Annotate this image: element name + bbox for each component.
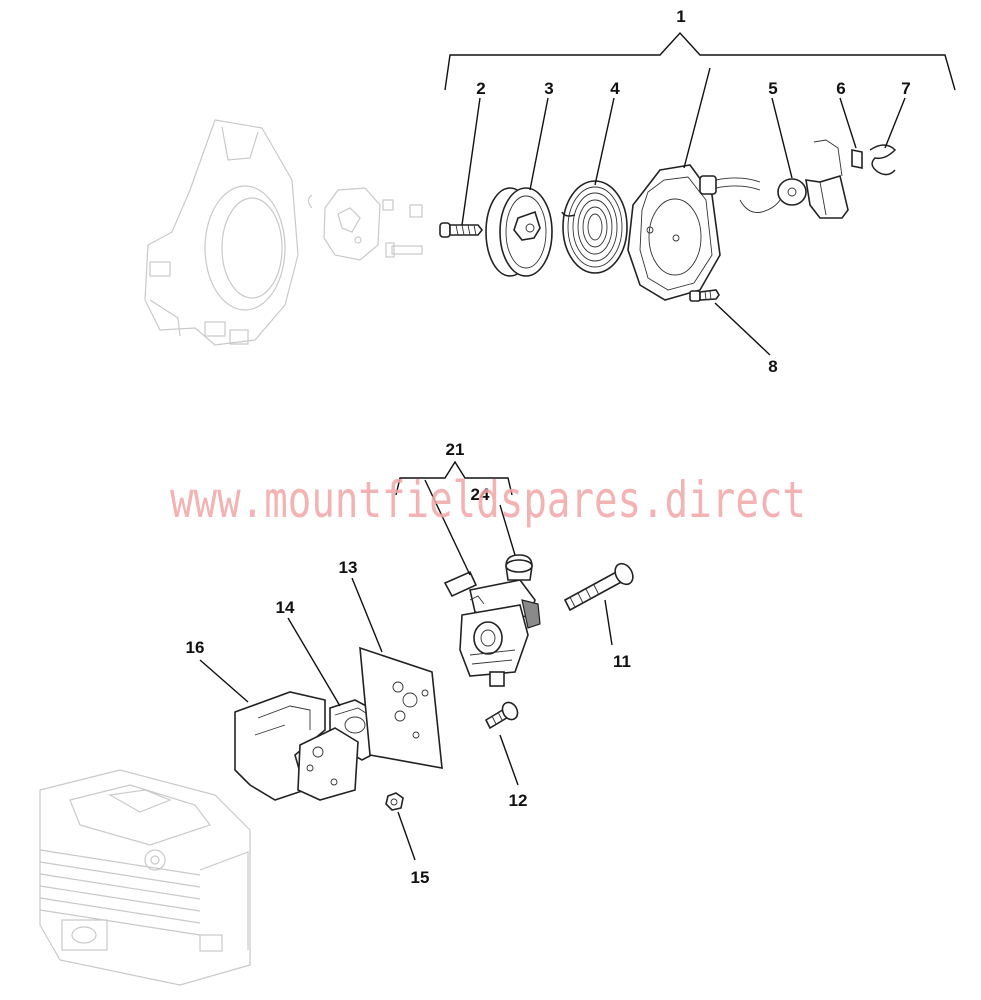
callout-2: 2 [476, 79, 485, 98]
callout-12: 12 [509, 791, 528, 810]
ghost-pawl-assembly [307, 187, 423, 261]
callout-3: 3 [544, 79, 553, 98]
callout-1: 1 [676, 7, 685, 26]
callout-16: 16 [186, 638, 205, 657]
callout-4: 4 [610, 79, 620, 98]
part-5-handle [777, 139, 849, 219]
part-1-starter-housing [627, 164, 761, 301]
part-12-screw [484, 701, 519, 730]
part-15-nut [385, 792, 404, 811]
part-24-primer-bulb [505, 554, 533, 581]
callout-24: 24 [471, 485, 490, 504]
leader-lines [199, 31, 956, 861]
part-2-screw [439, 222, 484, 238]
callout-7: 7 [901, 79, 910, 98]
part-6-insert [851, 149, 863, 169]
part-7-clip [869, 144, 897, 176]
part-13-gasket [359, 646, 443, 769]
callout-8: 8 [768, 357, 777, 376]
callout-15: 15 [411, 868, 430, 887]
part-11-bolt [563, 562, 634, 612]
callout-11: 11 [613, 652, 631, 671]
callout-21: 21 [446, 440, 465, 459]
callout-13: 13 [339, 558, 358, 577]
part-3-pulley [485, 187, 553, 277]
ghost-cylinder [39, 769, 251, 986]
callout-6: 6 [836, 79, 845, 98]
callout-14: 14 [276, 598, 295, 617]
watermark-text: www.mountfieldspares.direct [170, 471, 806, 529]
part-21-carburettor [443, 570, 541, 687]
ghost-fan-housing [144, 119, 299, 346]
part-8-screw [689, 289, 720, 302]
starter-rope [739, 199, 781, 213]
part-4-spring [561, 180, 628, 274]
callout-5: 5 [768, 79, 777, 98]
